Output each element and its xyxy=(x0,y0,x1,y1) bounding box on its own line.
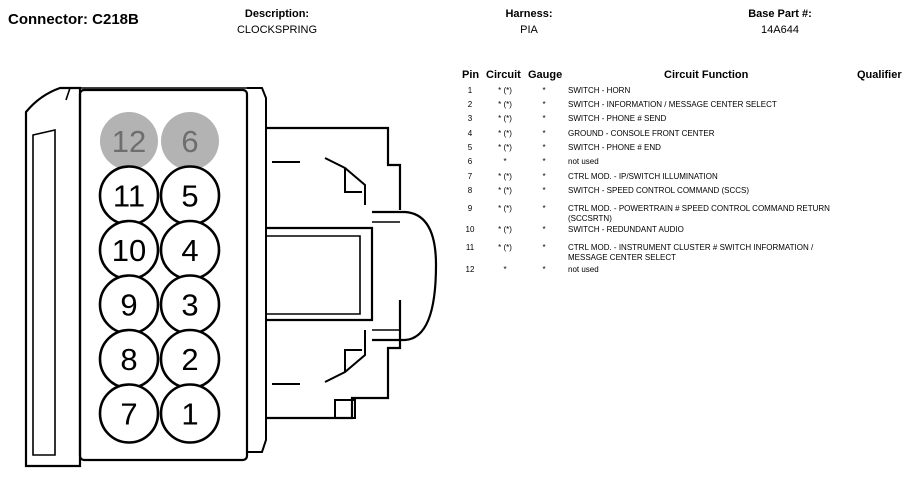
housing-inner-edge xyxy=(32,128,56,456)
pin-3-label: 3 xyxy=(181,288,198,323)
pin-number: 11 xyxy=(465,243,475,252)
pin-10-label: 10 xyxy=(112,233,146,268)
gauge-value: * xyxy=(542,157,546,166)
center-key xyxy=(266,226,374,322)
latch-upper xyxy=(266,126,402,210)
circuit-value: * (*) xyxy=(498,143,512,152)
circuit-function: CTRL MOD. - IP/SWITCH ILLUMINATION xyxy=(568,172,718,181)
circuit-function: SWITCH - INFORMATION / MESSAGE CENTER SE… xyxy=(568,100,777,109)
col-header-qualifier: Qualifier xyxy=(857,69,902,81)
latch-upper-step xyxy=(344,168,362,193)
circuit-value: * (*) xyxy=(498,172,512,181)
gauge-value: * xyxy=(542,186,546,195)
circuit-function: SWITCH - REDUNDANT AUDIO xyxy=(568,225,684,234)
pin-12-circle xyxy=(100,112,158,170)
latch-lower-inner xyxy=(272,330,366,385)
circuit-function: not used xyxy=(568,265,599,274)
description-value: CLOCKSPRING xyxy=(236,24,318,36)
gauge-value: * xyxy=(542,172,546,181)
gauge-value: * xyxy=(542,114,546,123)
pin-number: 8 xyxy=(467,186,473,195)
circuit-function: not used xyxy=(568,157,599,166)
pin-12-label: 12 xyxy=(112,124,146,159)
circuit-value: * (*) xyxy=(498,186,512,195)
base-part-block: Base Part #: 14A644 xyxy=(710,6,850,38)
col-header-circuit: Circuit xyxy=(486,69,521,81)
col-header-pin: Pin xyxy=(462,69,480,81)
pin-number: 2 xyxy=(467,100,473,109)
release-tab-inner xyxy=(372,221,400,331)
harness-label: Harness: xyxy=(505,8,553,20)
circuit-function: SWITCH - PHONE # SEND xyxy=(568,114,667,123)
circuit-value: * xyxy=(503,157,507,166)
pin-5-label: 5 xyxy=(181,179,198,214)
circuit-value: * (*) xyxy=(498,129,512,138)
col-header-gauge: Gauge xyxy=(528,69,563,81)
base-part-label: Base Part #: xyxy=(748,8,812,20)
pin-4-label: 4 xyxy=(181,233,198,268)
pin-6-label: 6 xyxy=(181,124,198,159)
gauge-value: * xyxy=(542,225,546,234)
circuit-value: * (*) xyxy=(498,114,512,123)
pin-number: 1 xyxy=(467,86,473,95)
gauge-value: * xyxy=(542,100,546,109)
col-header-function: Circuit Function xyxy=(664,69,749,81)
circuit-value: * (*) xyxy=(498,100,512,109)
pin-2-label: 2 xyxy=(181,342,198,377)
base-part-value: 14A644 xyxy=(761,24,799,36)
pin-6-circle xyxy=(161,112,219,170)
pin-7-label: 7 xyxy=(120,397,137,432)
pin-number: 12 xyxy=(465,265,475,274)
pin-1-label: 1 xyxy=(181,397,198,432)
pin-number: 5 xyxy=(467,143,473,152)
pin-1-circle xyxy=(159,383,221,444)
connector-title: Connector: C218B xyxy=(8,11,139,28)
gauge-value: * xyxy=(542,265,546,274)
latch-lower-step xyxy=(344,349,362,372)
circuit-function: SWITCH - PHONE # END xyxy=(568,143,661,152)
pin-number: 9 xyxy=(467,204,473,213)
center-key-inner xyxy=(266,235,361,315)
harness-block: Harness: PIA xyxy=(459,6,599,38)
circuit-function: CTRL MOD. - POWERTRAIN # SPEED CONTROL C… xyxy=(568,204,830,223)
gauge-value: * xyxy=(542,86,546,95)
connector-face-diagram: 12 11 10 9 8 7 6 5 4 3 2 1 xyxy=(24,86,438,468)
latch-lower xyxy=(266,300,402,420)
flange-rail xyxy=(247,87,267,453)
pin-9-label: 9 xyxy=(120,288,137,323)
pin-number: 4 xyxy=(467,129,473,138)
release-tab xyxy=(372,210,438,342)
pin-11-label: 11 xyxy=(113,179,145,214)
pin-number: 3 xyxy=(467,114,473,123)
connector-body xyxy=(78,88,249,462)
pin-number: 6 xyxy=(467,157,473,166)
pin-7-circle xyxy=(98,383,160,444)
pin-8-label: 8 xyxy=(120,342,137,377)
gauge-value: * xyxy=(542,129,546,138)
circuit-value: * (*) xyxy=(498,204,512,213)
connector-housing-outline xyxy=(24,86,82,468)
circuit-value: * (*) xyxy=(498,243,512,252)
circuit-value: * (*) xyxy=(498,225,512,234)
circuit-function: SWITCH - HORN xyxy=(568,86,631,95)
harness-value: PIA xyxy=(520,24,538,36)
latch-lower-tab xyxy=(334,399,356,419)
gauge-value: * xyxy=(542,143,546,152)
gauge-value: * xyxy=(542,204,546,213)
circuit-function: SWITCH - SPEED CONTROL COMMAND (SCCS) xyxy=(568,186,750,195)
circuit-value: * (*) xyxy=(498,86,512,95)
housing-lip xyxy=(65,87,250,101)
latch-upper-inner xyxy=(272,157,366,205)
circuit-function: CTRL MOD. - INSTRUMENT CLUSTER # SWITCH … xyxy=(568,243,814,262)
pin-number: 10 xyxy=(465,225,475,234)
description-label: Description: xyxy=(244,8,310,20)
gauge-value: * xyxy=(542,243,546,252)
pin-number: 7 xyxy=(467,172,473,181)
description-block: Description: CLOCKSPRING xyxy=(207,6,347,38)
circuit-function: GROUND - CONSOLE FRONT CENTER xyxy=(568,129,715,138)
circuit-value: * xyxy=(503,265,507,274)
